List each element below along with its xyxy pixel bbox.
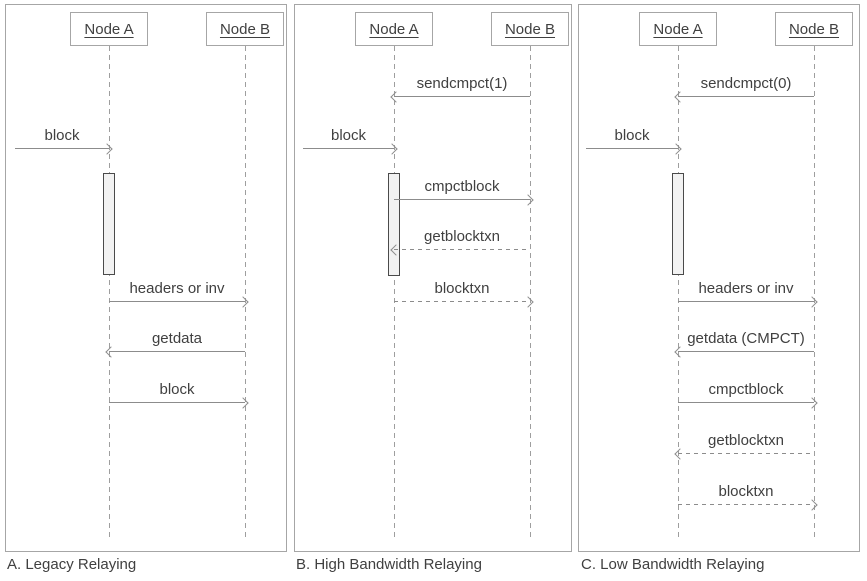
message-label: headers or inv	[698, 280, 794, 297]
message-line	[394, 96, 530, 97]
panel-low-bandwidth-relaying: Node A Node B sendcmpct(0) block headers…	[578, 4, 860, 552]
message-label: blocktxn	[434, 280, 490, 297]
message-label: sendcmpct(1)	[416, 75, 508, 92]
actor-node-b-label: Node B	[219, 20, 271, 38]
message-line	[678, 504, 814, 505]
message-label: getdata	[151, 330, 203, 347]
arrowhead-right-icon	[386, 143, 398, 155]
message-line	[678, 453, 814, 454]
message-line	[394, 249, 530, 250]
caption-low-bandwidth-relaying: C. Low Bandwidth Relaying	[581, 556, 765, 573]
lifeline-node-a	[109, 46, 110, 539]
message-headers-or-inv: headers or inv	[678, 276, 818, 308]
actor-node-a-label: Node A	[653, 20, 703, 38]
arrowhead-right-icon	[237, 397, 249, 409]
message-line	[109, 402, 245, 403]
caption-high-bandwidth-relaying: B. High Bandwidth Relaying	[296, 556, 482, 573]
message-label: block	[159, 381, 195, 398]
message-label: block	[44, 127, 80, 144]
message-blocktxn: blocktxn	[394, 276, 534, 308]
message-label: getdata (CMPCT)	[687, 330, 805, 347]
arrowhead-right-icon	[806, 499, 818, 511]
lifeline-node-a	[678, 46, 679, 539]
arrowhead-right-icon	[670, 143, 682, 155]
arrowhead-left-icon	[674, 346, 686, 358]
arrowhead-left-icon	[674, 91, 686, 103]
activation-bar-node-a	[103, 173, 115, 275]
lifeline-node-b	[530, 46, 531, 539]
actor-node-b: Node B	[775, 12, 853, 46]
message-line	[678, 96, 814, 97]
panel-high-bandwidth-relaying: Node A Node B sendcmpct(1) block cmpctbl…	[294, 4, 572, 552]
activation-bar-node-a	[672, 173, 684, 275]
message-line	[15, 148, 109, 149]
message-label: headers or inv	[129, 280, 225, 297]
arrowhead-right-icon	[522, 296, 534, 308]
arrowhead-left-icon	[390, 91, 402, 103]
message-line	[586, 148, 678, 149]
arrowhead-left-icon	[674, 448, 686, 460]
message-line	[109, 351, 245, 352]
arrowhead-left-icon	[105, 346, 117, 358]
message-headers-or-inv: headers or inv	[109, 276, 249, 308]
message-label: block	[614, 127, 650, 144]
actor-node-a-label: Node A	[84, 20, 134, 38]
actor-node-a-label: Node A	[369, 20, 419, 38]
message-blocktxn: blocktxn	[678, 479, 818, 511]
message-line	[678, 402, 814, 403]
message-label: block	[330, 127, 367, 144]
message-block-incoming: block	[586, 123, 682, 155]
actor-node-b-label: Node B	[788, 20, 840, 38]
message-cmpctblock: cmpctblock	[394, 174, 534, 206]
message-line	[394, 301, 530, 302]
arrowhead-right-icon	[101, 143, 113, 155]
message-line	[678, 351, 814, 352]
message-line	[394, 199, 530, 200]
message-line	[303, 148, 394, 149]
message-label: cmpctblock	[708, 381, 784, 398]
lifeline-node-b	[814, 46, 815, 539]
panel-legacy-relaying: Node A Node B block headers or inv getda…	[5, 4, 287, 552]
actor-node-b: Node B	[206, 12, 284, 46]
message-block-incoming: block	[303, 123, 398, 155]
message-line	[678, 301, 814, 302]
message-sendcmpct-0: sendcmpct(0)	[674, 71, 814, 103]
lifeline-node-b	[245, 46, 246, 539]
message-cmpctblock: cmpctblock	[678, 377, 818, 409]
actor-node-a: Node A	[355, 12, 433, 46]
actor-node-a: Node A	[70, 12, 148, 46]
message-label: getblocktxn	[708, 432, 784, 449]
activation-bar-node-a	[388, 173, 400, 276]
arrowhead-right-icon	[806, 397, 818, 409]
message-block-incoming: block	[15, 123, 113, 155]
message-getdata: getdata	[105, 326, 245, 358]
message-label: sendcmpct(0)	[700, 75, 792, 92]
actor-node-b-label: Node B	[504, 20, 556, 38]
caption-legacy-relaying: A. Legacy Relaying	[7, 556, 137, 573]
message-label: getblocktxn	[424, 228, 500, 245]
message-sendcmpct-1: sendcmpct(1)	[390, 71, 530, 103]
arrowhead-right-icon	[806, 296, 818, 308]
message-getblocktxn: getblocktxn	[674, 428, 814, 460]
message-getdata-cmpct: getdata (CMPCT)	[674, 326, 814, 358]
message-label: cmpctblock	[424, 178, 500, 195]
lifeline-node-a	[394, 46, 395, 539]
arrowhead-right-icon	[237, 296, 249, 308]
message-line	[109, 301, 245, 302]
message-label: blocktxn	[718, 483, 774, 500]
message-block-relay: block	[109, 377, 249, 409]
actor-node-a: Node A	[639, 12, 717, 46]
actor-node-b: Node B	[491, 12, 569, 46]
message-getblocktxn: getblocktxn	[390, 224, 530, 256]
arrowhead-right-icon	[522, 194, 534, 206]
